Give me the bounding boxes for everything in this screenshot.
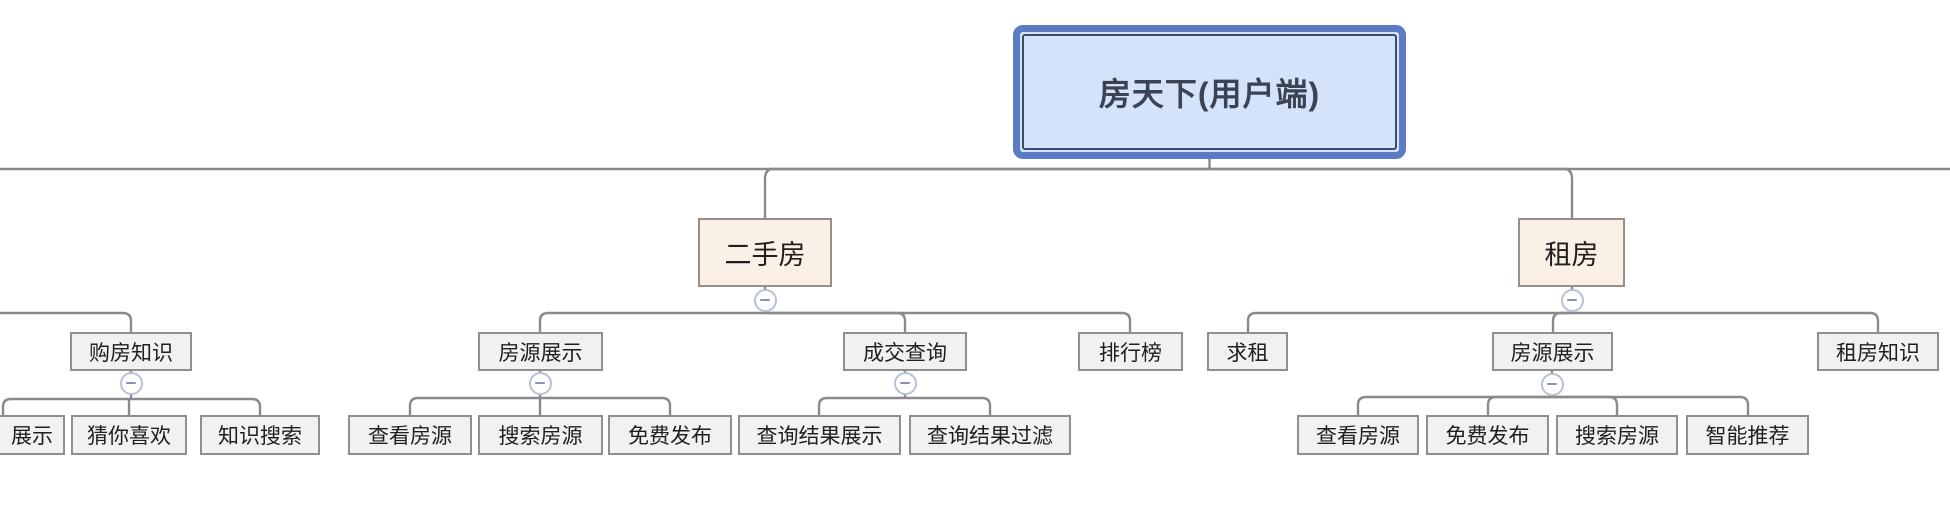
node-goufang-zhishi[interactable]: 购房知识	[70, 332, 192, 371]
minus-glyph	[1567, 299, 1577, 301]
elbow-goufang-zhishi	[0, 311, 133, 332]
node-zf-fy-mianfei-fabu[interactable]: 免费发布	[1426, 415, 1549, 455]
elbow-esf-paihangbang	[765, 311, 1132, 332]
node-ershoufang[interactable]: 二手房	[698, 218, 832, 287]
node-root[interactable]: 房天下(用户端)	[1013, 25, 1406, 159]
minus-glyph	[535, 382, 545, 384]
node-gfzs-zhanshi-partial[interactable]: 展示	[0, 415, 65, 455]
minus-glyph	[760, 299, 770, 301]
node-zf-fy-zhineng-tuijian[interactable]: 智能推荐	[1686, 415, 1809, 455]
elbow-zf-fy-mianfei	[1486, 395, 1552, 415]
node-gfzs-cainixihuan[interactable]: 猜你喜欢	[71, 415, 187, 455]
collapse-minus-icon-esf-fangyuan-zhanshi[interactable]	[528, 371, 552, 395]
node-esf-fangyuan-zhanshi[interactable]: 房源展示	[478, 332, 603, 371]
elbow-zf-zufang-zhishi	[1572, 311, 1880, 332]
node-gfzs-zhishi-sousuo[interactable]: 知识搜索	[200, 415, 320, 455]
node-zf-qiuzu[interactable]: 求租	[1207, 332, 1288, 371]
collapse-minus-icon-esf-chengjiao-chaxun[interactable]	[893, 371, 917, 395]
elbow-esf-cj-zhanshi	[817, 396, 905, 415]
collapse-minus-icon-goufang-zhishi[interactable]	[119, 371, 143, 395]
node-zufang[interactable]: 租房	[1518, 218, 1625, 287]
elbow-zf-qiuzu	[1246, 311, 1572, 332]
elbow-zf-fy-sousuo	[1552, 395, 1619, 415]
collapse-minus-icon-zf-fangyuan-zhanshi[interactable]	[1540, 372, 1564, 396]
elbow-esf-fangyuan-zhanshi	[538, 311, 765, 332]
node-esf-cj-jieguo-guolv[interactable]: 查询结果过滤	[909, 415, 1071, 455]
minus-glyph	[900, 382, 910, 384]
minus-glyph	[126, 382, 136, 384]
node-esf-fy-chakan-fangyuan[interactable]: 查看房源	[348, 415, 472, 455]
elbow-zufang	[1210, 167, 1574, 218]
elbow-zf-fy-chakan	[1356, 395, 1552, 415]
elbow-ershoufang	[763, 167, 1209, 218]
elbow-gfzs-zhishi-sousuo	[131, 397, 262, 415]
elbow-zf-fangyuan-zhanshi	[1551, 311, 1572, 332]
node-zf-fy-sousuo-fangyuan[interactable]: 搜索房源	[1556, 415, 1678, 455]
elbow-zf-fy-zhineng	[1552, 395, 1750, 415]
elbow-esf-cj-guolv	[905, 396, 992, 415]
node-esf-paihangbang[interactable]: 排行榜	[1078, 332, 1183, 371]
root-label: 房天下(用户端)	[1098, 76, 1321, 112]
collapse-minus-icon-zufang[interactable]	[1560, 288, 1584, 312]
elbow-esf-chengjiao-chaxun	[765, 311, 907, 332]
node-esf-cj-jieguo-zhanshi[interactable]: 查询结果展示	[738, 415, 901, 455]
node-zf-zufang-zhishi[interactable]: 租房知识	[1817, 332, 1939, 371]
minus-glyph	[1547, 383, 1557, 385]
elbow-esf-fy-chakan	[408, 396, 540, 415]
node-esf-fy-mianfei-fabu[interactable]: 免费发布	[608, 415, 732, 455]
collapse-minus-icon-ershoufang[interactable]	[753, 288, 777, 312]
node-zf-fy-chakan-fangyuan[interactable]: 查看房源	[1297, 415, 1419, 455]
elbow-esf-fy-mianfei	[540, 396, 672, 415]
node-esf-chengjiao-chaxun[interactable]: 成交查询	[843, 332, 967, 371]
node-zf-fangyuan-zhanshi[interactable]: 房源展示	[1492, 332, 1613, 371]
node-esf-fy-sousuo-fangyuan[interactable]: 搜索房源	[478, 415, 603, 455]
elbow-gfzs-zhanshi	[1, 397, 131, 415]
